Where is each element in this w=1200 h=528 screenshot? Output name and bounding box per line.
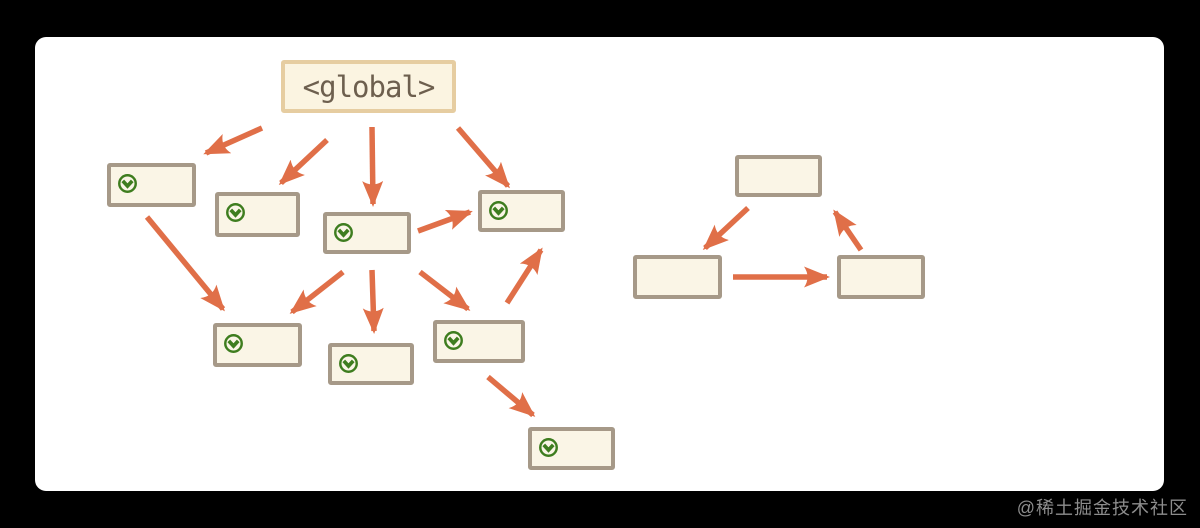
check-circle-down-icon	[339, 354, 358, 373]
node-task-4	[478, 190, 565, 232]
node-task-6	[328, 343, 414, 385]
node-task-8	[528, 427, 615, 470]
node-task-3	[323, 212, 411, 254]
watermark: @稀土掘金技术社区	[1016, 498, 1188, 518]
node-task-2	[215, 192, 300, 237]
check-circle-down-icon	[118, 174, 137, 193]
check-circle-down-icon	[539, 438, 558, 457]
check-circle-down-icon	[224, 334, 243, 353]
node-task-5	[213, 323, 302, 367]
node-cycle-2	[633, 255, 722, 299]
node-task-1	[107, 163, 196, 207]
check-circle-down-icon	[226, 203, 245, 222]
check-circle-down-icon	[489, 201, 508, 220]
node-task-7	[433, 320, 525, 363]
node-global: <global>	[281, 60, 456, 113]
node-cycle-3	[837, 255, 925, 299]
check-circle-down-icon	[334, 223, 353, 242]
check-circle-down-icon	[444, 331, 463, 350]
node-label: <global>	[302, 69, 436, 104]
node-cycle-1	[735, 155, 822, 197]
